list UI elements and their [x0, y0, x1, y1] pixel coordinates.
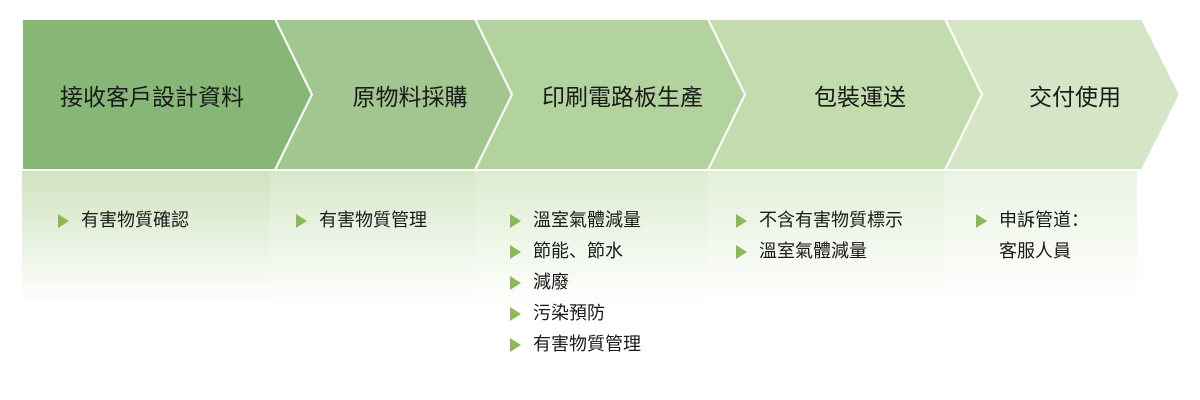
bullet-item: 申訴管道：客服人員 — [976, 205, 1089, 267]
triangle-bullet-icon — [510, 214, 521, 228]
triangle-bullet-icon — [736, 245, 747, 259]
stage-bullets-design-data: 有害物質確認 — [58, 205, 189, 236]
stage-panel-delivery-use — [944, 170, 1137, 305]
bullet-item: 減廢 — [510, 267, 641, 298]
bullet-item: 有害物質管理 — [510, 329, 641, 360]
bullet-item: 有害物質管理 — [296, 205, 427, 236]
bullet-item: 有害物質確認 — [58, 205, 189, 236]
stage-panel-packaging-delivery — [707, 170, 944, 305]
stage-title-design-data: 接收客戶設計資料 — [60, 85, 244, 111]
bullet-item: 溫室氣體減量 — [510, 205, 641, 236]
stage-title-packaging-delivery: 包裝運送 — [814, 85, 906, 111]
bullet-item: 不含有害物質標示 — [736, 205, 903, 236]
stage-bullets-material-purchase: 有害物質管理 — [296, 205, 427, 236]
stage-bullets-pcb-production: 溫室氣體減量 節能、節水 減廢 污染預防 有害物質管理 — [510, 205, 641, 360]
stage-panel-material-purchase — [270, 170, 475, 305]
triangle-bullet-icon — [510, 307, 521, 321]
chevron-delivery-use — [943, 18, 1182, 171]
triangle-bullet-icon — [510, 338, 521, 352]
stage-panel-design-data — [22, 170, 272, 305]
stage-title-material-purchase: 原物料採購 — [352, 85, 468, 111]
bullet-item: 溫室氣體減量 — [736, 236, 903, 267]
bullet-item: 節能、節水 — [510, 236, 641, 267]
triangle-bullet-icon — [296, 214, 307, 228]
stage-title-pcb-production: 印刷電路板生產 — [542, 85, 703, 111]
stage-bullets-packaging-delivery: 不含有害物質標示 溫室氣體減量 — [736, 205, 903, 267]
stage-title-delivery-use: 交付使用 — [1029, 85, 1121, 111]
bullet-item: 污染預防 — [510, 298, 641, 329]
triangle-bullet-icon — [58, 214, 69, 228]
triangle-bullet-icon — [510, 276, 521, 290]
triangle-bullet-icon — [736, 214, 747, 228]
triangle-bullet-icon — [510, 245, 521, 259]
triangle-bullet-icon — [976, 214, 987, 228]
stage-bullets-delivery-use: 申訴管道：客服人員 — [976, 205, 1089, 267]
